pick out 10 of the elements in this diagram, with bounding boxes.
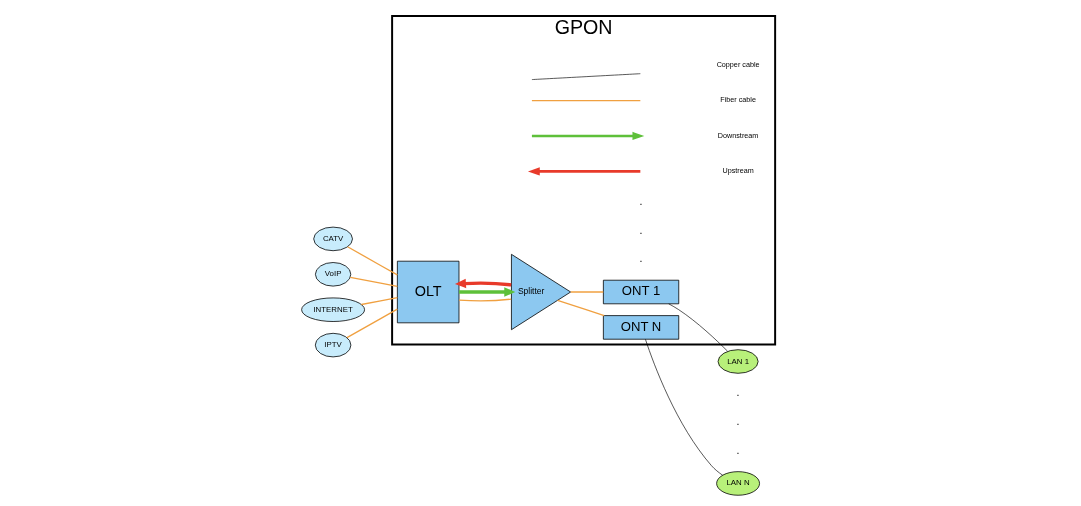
legend-label: Copper cable [716,60,760,69]
label: . [736,415,740,427]
label: . [639,224,643,236]
label: . [639,253,643,265]
label: . [736,444,740,456]
legend-label: Downstream [717,130,758,140]
legend-label: Fiber cable [719,95,756,105]
label: . [736,387,740,399]
legend-label: Upstream [721,166,754,176]
label: . [639,195,643,207]
